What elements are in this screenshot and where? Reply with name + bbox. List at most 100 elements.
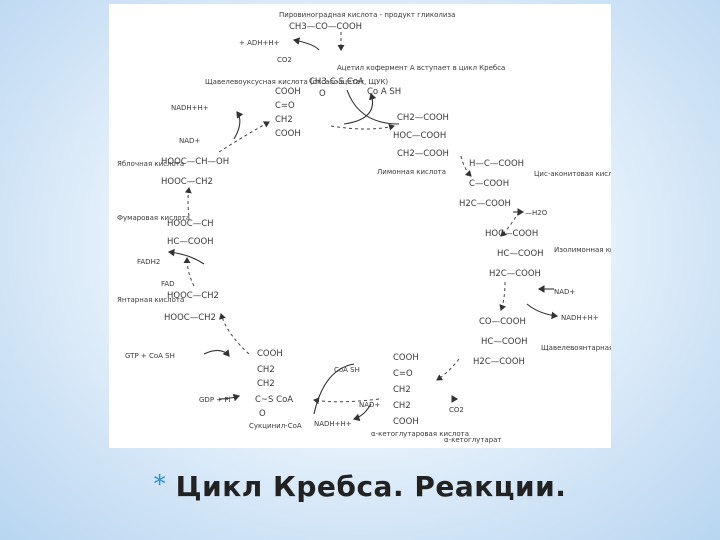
cisaconitic-line-3: H2C—COOH <box>459 199 511 209</box>
oxalosuccinic-line-1: CO—COOH <box>479 317 526 327</box>
ketoglutarate-formula: COOH C=O CH2 CH2 COOH <box>393 353 419 427</box>
oxaloacetate-formula: COOH C=O CH2 COOH <box>275 87 301 139</box>
krebs-cycle-diagram: Пировиноградная кислота - продукт гликол… <box>109 4 611 448</box>
pyruvate-label: Пировиноградная кислота - продукт гликол… <box>279 11 455 19</box>
gtp-label: GTP + CoA SH <box>125 352 175 360</box>
arrow-malate-to-oxaloacetate <box>218 121 270 153</box>
cofactor-arrows <box>167 37 559 422</box>
oxalosuccinic-line-3: H2C—COOH <box>473 357 525 367</box>
gdp-label: GDP + Pi <box>199 396 230 404</box>
fumaric-formula: HOOC—CH HC—COOH <box>167 219 214 247</box>
oxaloacetate-line-2: C=O <box>275 101 295 111</box>
malic-formula: HOOC—CH—OH HOOC—CH2 <box>161 157 229 187</box>
water-out-label: —H2O <box>525 209 548 217</box>
fumaric-line-2: HC—COOH <box>167 237 214 247</box>
succinylcoa-formula: COOH CH2 CH2 C~S CoA O <box>255 349 293 419</box>
malic-line-2: HOOC—CH2 <box>161 177 213 187</box>
arrow-nadh-bottom <box>352 403 372 422</box>
fad-label: FAD <box>161 280 175 288</box>
citric-formula: CH2—COOH HOC—COOH CH2—COOH <box>393 113 449 159</box>
oxalosuccinic-name: Щавелевоянтарная кислота <box>541 344 611 352</box>
arrow-gtp <box>203 349 230 357</box>
cisaconitic-line-1: H—C—COOH <box>469 159 524 169</box>
ketoglutarate-line-4: CH2 <box>393 401 411 411</box>
citric-name: Лимонная кислота <box>377 168 446 176</box>
arrow-nadh-right <box>526 303 559 320</box>
isocitric-line-3: H2C—COOH <box>489 269 541 279</box>
acetyl-note: Ацетил кофермент А вступает в цикл Кребс… <box>337 64 505 72</box>
malic-line-1: HOOC—CH—OH <box>161 157 229 167</box>
ketoglutarate-alt-label: α-кетоглутарат <box>444 436 502 444</box>
arrow-isocitrate-to-oxalosuccinate <box>499 281 506 311</box>
arrow-cisaconitate-to-isocitrate <box>500 211 520 237</box>
cisaconitic-name: Цис-аконитовая кислота <box>534 170 611 178</box>
isocitric-name: Изолимонная кислота <box>554 246 611 254</box>
arrow-nadh-left <box>233 111 244 140</box>
arrow-ketoglutarate-to-succinylcoa <box>313 397 380 405</box>
oxaloacetate-name: Щавелевоуксусная кислота (оксалоацетат, … <box>205 78 388 86</box>
arrow-fumarate-to-malate <box>184 187 192 217</box>
arrow-oxaloacetate-to-citrate <box>330 123 395 131</box>
arrow-citrate-to-cisaconitate <box>460 155 472 177</box>
fadh2-label: FADH2 <box>137 258 160 266</box>
isocitric-formula: HOC—COOH HC—COOH H2C—COOH <box>485 229 544 279</box>
oxalosuccinic-formula: CO—COOH HC—COOH H2C—COOH <box>473 317 528 367</box>
co2-bottom-label: CO2 <box>449 406 464 414</box>
oxalosuccinic-line-2: HC—COOH <box>481 337 528 347</box>
succinic-formula: HOOC—CH2 HOOC—CH2 <box>164 291 219 323</box>
arrow-coash-release <box>343 92 377 125</box>
succinic-line-1: HOOC—CH2 <box>167 291 219 301</box>
ketoglutarate-line-5: COOH <box>393 417 419 427</box>
acetyl-o: O <box>319 89 326 99</box>
malic-name: Яблочная кислота <box>117 160 184 168</box>
oxaloacetate-line-3: CH2 <box>275 115 293 125</box>
pyruvate-formula: CH3—CO—COOH <box>289 22 362 32</box>
slide-title-bar: * Цикл Кребса. Реакции. <box>0 470 720 503</box>
isocitric-line-1: HOC—COOH <box>485 229 538 239</box>
oxaloacetate-line-1: COOH <box>275 87 301 97</box>
citric-line-2: HOC—COOH <box>393 131 446 141</box>
succinylcoa-line-3: CH2 <box>257 379 275 389</box>
slide-title: Цикл Кребса. Реакции. <box>175 470 567 503</box>
cisaconitic-formula: H—C—COOH C—COOH H2C—COOH <box>459 159 524 209</box>
fumaric-name: Фумаровая кислота <box>117 214 190 222</box>
co2-top-label: CO2 <box>277 56 292 64</box>
succinylcoa-line-4: C~S CoA <box>255 395 293 405</box>
citric-line-1: CH2—COOH <box>397 113 449 123</box>
cisaconitic-line-2: C—COOH <box>469 179 509 189</box>
arrow-coash-bottom <box>313 363 355 415</box>
coash-bottom-label: CoA SH <box>334 366 360 374</box>
arrow-succinate-to-fumarate <box>183 257 195 287</box>
arrow-oxalosuccinate-to-ketoglutarate <box>436 358 460 381</box>
ketoglutarate-line-2: C=O <box>393 369 413 379</box>
ketoglutarate-name: α-кетоглутаровая кислота <box>371 430 469 438</box>
succinylcoa-line-5: O <box>259 409 266 419</box>
ketoglutarate-line-3: CH2 <box>393 385 411 395</box>
title-bullet: * <box>153 470 166 498</box>
succinic-line-2: HOOC—CH2 <box>164 313 216 323</box>
nad-bottom-label: NAD+ <box>359 401 380 409</box>
nad-left-label: NAD+ <box>179 137 200 145</box>
succinic-name: Янтарная кислота <box>117 296 184 304</box>
arrow-succinylcoa-to-succinate <box>219 313 250 355</box>
coash-top-label: Co A SH <box>367 87 401 97</box>
arrow-gdp <box>218 393 241 402</box>
nadh-right-label: NADH+H+ <box>561 314 599 322</box>
arrow-fadh2 <box>167 248 205 265</box>
succinylcoa-line-1: COOH <box>257 349 283 359</box>
fumaric-line-1: HOOC—CH <box>167 219 214 229</box>
succinylcoa-name: Сукцинил-CoA <box>249 422 302 430</box>
krebs-cycle-svg: Пировиноградная кислота - продукт гликол… <box>117 11 611 444</box>
arrow-nadh-top <box>292 37 320 51</box>
ketoglutarate-line-1: COOH <box>393 353 419 363</box>
succinylcoa-line-2: CH2 <box>257 365 275 375</box>
acetyl-coa-formula: CH3-C-S CoA <box>309 77 364 87</box>
nadh-left-label: NADH+H+ <box>171 104 209 112</box>
cycle-arrows <box>183 32 520 405</box>
nadh-bottom-label: NADH+H+ <box>314 420 352 428</box>
nadh-top-label: + ADH+H+ <box>239 39 280 47</box>
oxaloacetate-line-4: COOH <box>275 129 301 139</box>
nad-right-label: NAD+ <box>554 288 575 296</box>
citric-line-3: CH2—COOH <box>397 149 449 159</box>
isocitric-line-2: HC—COOH <box>497 249 544 259</box>
